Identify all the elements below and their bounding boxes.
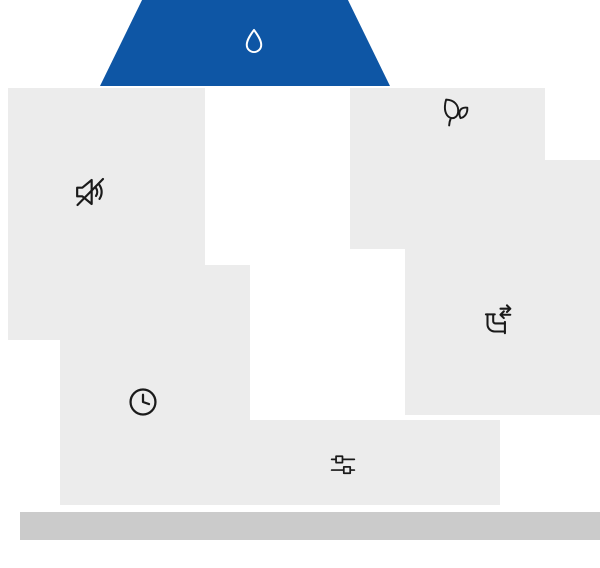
tile-pipe[interactable] bbox=[405, 160, 600, 415]
leaf-icon bbox=[437, 95, 473, 131]
bottom-bar bbox=[20, 512, 600, 540]
tile-settings[interactable] bbox=[200, 420, 500, 505]
clock-icon bbox=[125, 384, 161, 420]
pipe-transfer-icon bbox=[478, 303, 516, 341]
water-drop-icon bbox=[237, 26, 271, 60]
sliders-icon bbox=[327, 449, 359, 481]
header-banner bbox=[100, 0, 390, 86]
speaker-muted-icon bbox=[70, 172, 110, 212]
